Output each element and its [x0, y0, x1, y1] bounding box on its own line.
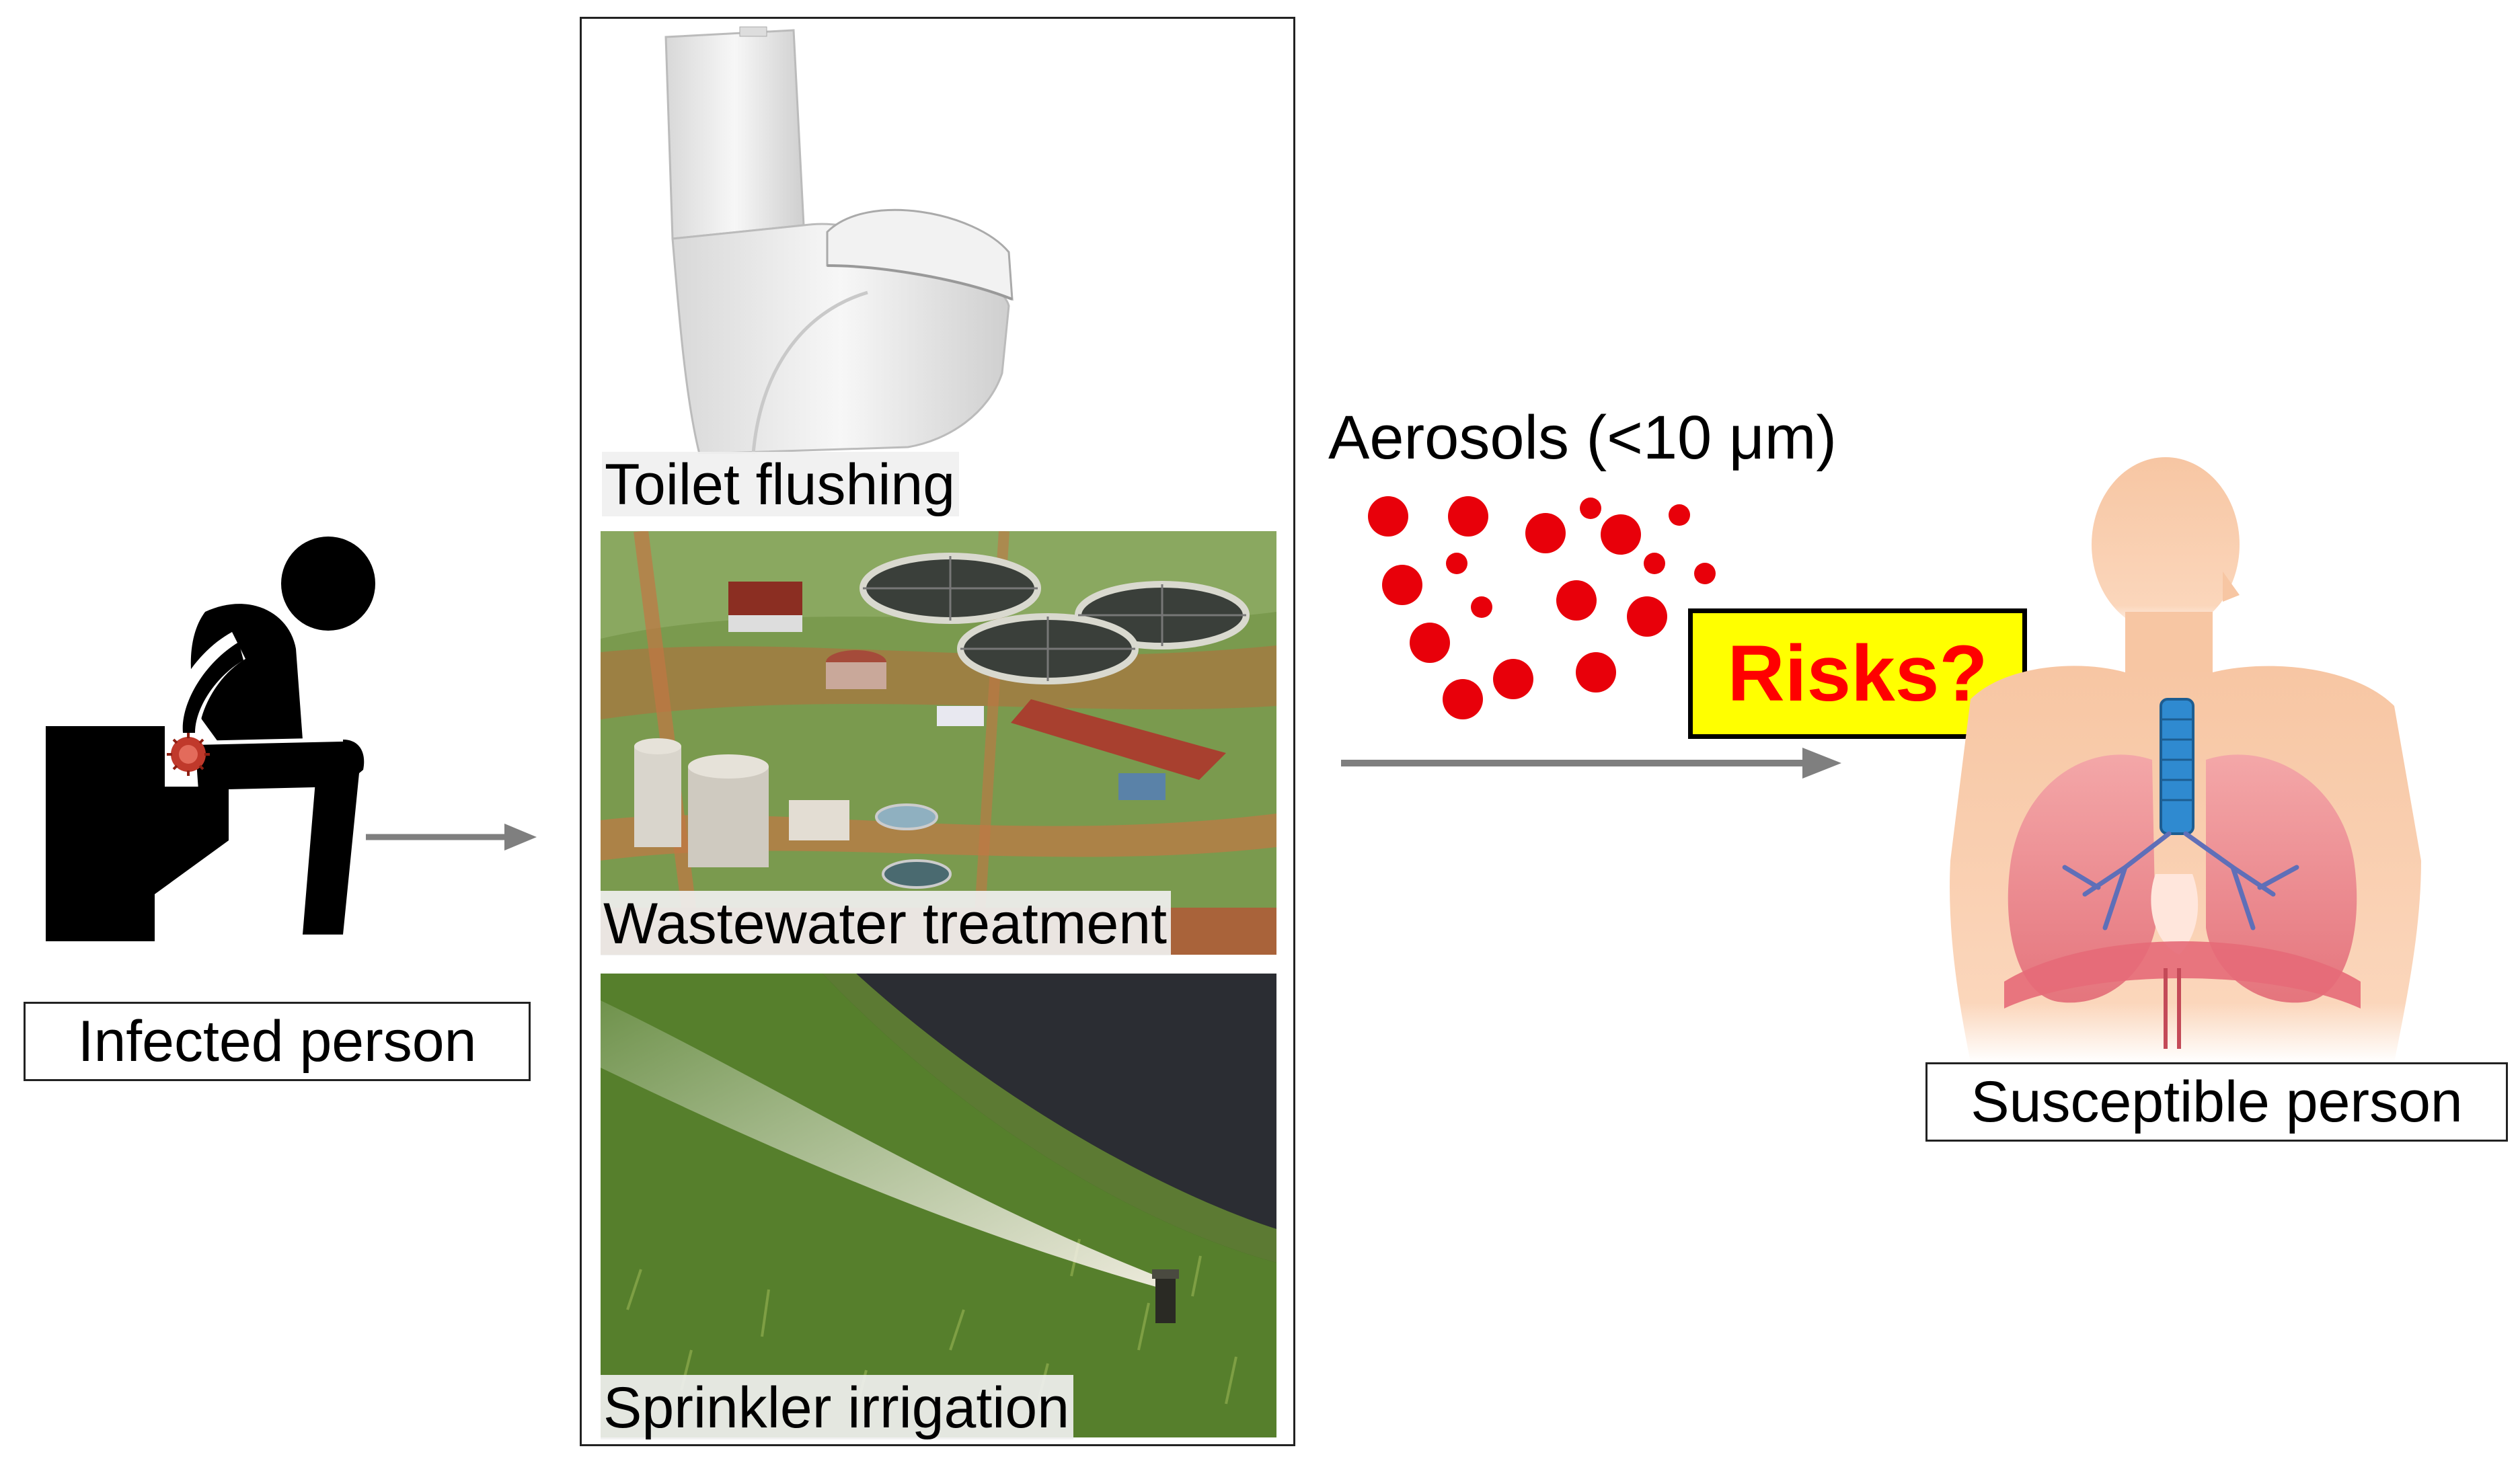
susceptible-person-label: Susceptible person — [1971, 1070, 2463, 1134]
arrow-to-pathways — [366, 824, 537, 851]
human-respiratory-system-icon — [1950, 457, 2421, 1062]
risks-label: Risks? — [1727, 629, 1988, 718]
susceptible-person-label-box: Susceptible person — [1925, 1062, 2508, 1142]
sprinkler-photo — [601, 974, 1276, 1437]
infected-person-label: Infected person — [77, 1009, 477, 1074]
aerosol-droplets — [1368, 496, 1716, 719]
pathway-label-sprinkler-irrigation: Sprinkler irrigation — [601, 1375, 1074, 1439]
person-on-toilet-icon — [46, 537, 375, 941]
arrow-to-susceptible-person — [1341, 748, 1841, 779]
toilet-photo — [664, 26, 1014, 454]
pathway-label-wastewater-treatment: Wastewater treatment — [601, 891, 1171, 955]
pathway-label-toilet-flushing: Toilet flushing — [602, 452, 960, 516]
infected-person-label-box: Infected person — [24, 1002, 531, 1081]
aerosols-label: Aerosols (<10 μm) — [1328, 403, 1837, 472]
